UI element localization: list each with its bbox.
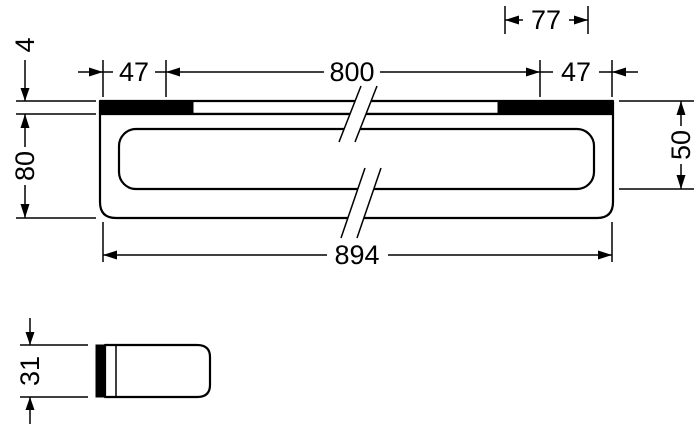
arrowhead-right: [598, 250, 612, 260]
dim-label-31: 31: [15, 356, 45, 386]
arrowhead-up: [25, 397, 35, 410]
arrowhead-right: [89, 67, 103, 77]
side-view: [95, 343, 212, 399]
dim-50: 50: [619, 100, 696, 190]
arrowhead-down: [20, 204, 30, 218]
dim-row-top: 47 800 47: [78, 57, 638, 97]
right-bracket: [497, 100, 614, 115]
dim-label-894: 894: [334, 240, 379, 270]
dim-label-50: 50: [666, 130, 696, 160]
arrowhead-left: [505, 15, 519, 25]
dim-label-800: 800: [329, 57, 374, 87]
front-view: [98, 85, 615, 239]
arrowhead-up: [676, 101, 686, 115]
arrowhead-down: [20, 88, 30, 101]
dim-77: 77: [504, 5, 589, 35]
break-gap-top: [339, 86, 377, 142]
dim-4: 4: [10, 37, 96, 128]
break-slash: [338, 85, 362, 143]
dim-label-4: 4: [10, 37, 40, 52]
dim-label-77: 77: [531, 5, 561, 35]
dim-31: 31: [15, 318, 88, 424]
arrowhead-right: [574, 15, 588, 25]
side-body-outline: [103, 343, 212, 399]
dim-label-47-right: 47: [561, 57, 591, 87]
arrowhead-down: [676, 175, 686, 189]
arrowhead-down: [25, 332, 35, 345]
dim-label-47-left: 47: [119, 57, 149, 87]
break-slash: [356, 167, 382, 239]
break-gap-bottom: [341, 168, 381, 238]
break-marks: [338, 85, 382, 239]
side-wall-plate: [95, 344, 106, 398]
break-slash: [340, 167, 366, 239]
dim-894: 894: [102, 222, 613, 270]
dim-80: 80: [10, 114, 96, 219]
arrowhead-right: [526, 67, 540, 77]
break-slash: [354, 85, 378, 143]
arrowhead-left: [103, 250, 117, 260]
dim-label-80: 80: [10, 151, 40, 181]
left-bracket: [99, 100, 194, 115]
